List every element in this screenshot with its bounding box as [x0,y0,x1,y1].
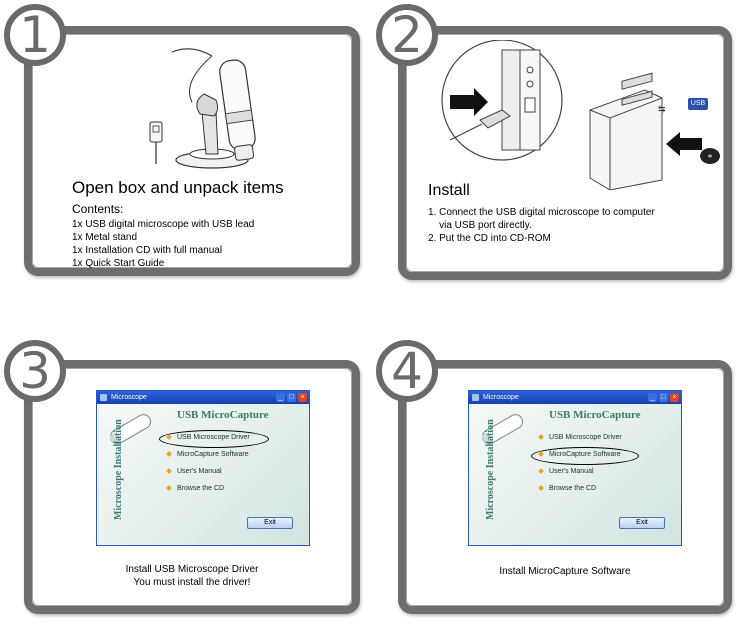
contents-heading: Contents: [72,202,124,216]
install-instruction-line: via USB port directly. [428,220,532,231]
installer-window: Microscope _ □ × Microscope Installation… [468,390,682,546]
menu-item-software[interactable]: MicroCapture Software [166,451,249,458]
highlight-ellipse [159,430,269,448]
usb-logo-icon: USB [688,98,708,110]
menu-item-manual[interactable]: User's Manual [166,468,222,475]
menu-item-software[interactable]: MicroCapture Software [538,451,621,458]
step-2-panel: ⇆ USB Install 1. Connect the USB digital… [398,26,732,280]
step-1-number-badge: 1 [4,4,66,66]
step-3-panel: Microscope _ □ × Microscope Installation… [24,360,360,614]
svg-text:⇆: ⇆ [658,104,666,114]
window-title: Microscope [111,394,147,401]
bullet-icon [538,468,544,474]
step-1-panel: Open box and unpack items Contents: 1x U… [24,26,360,276]
microscope-icon [110,414,151,445]
bullet-icon [166,485,172,491]
minimize-button[interactable]: _ [648,393,657,402]
contents-item: 1x USB digital microscope with USB lead [72,219,255,230]
bullet-icon [538,485,544,491]
contents-item: 1x Metal stand [72,232,138,243]
menu-item-driver[interactable]: USB Microscope Driver [166,434,250,441]
contents-item: 1x Installation CD with full manual [72,245,223,256]
step-4-panel: Microscope _ □ × Microscope Installation… [398,360,732,614]
close-button[interactable]: × [670,393,679,402]
brand-title: USB MicroCapture [549,409,641,421]
menu-item-driver[interactable]: USB Microscope Driver [538,434,622,441]
step-1-title: Open box and unpack items [72,178,284,197]
step-3-caption: Install USB Microscope Driver [125,564,259,575]
step-2-title: Install [428,182,470,199]
step-3-number-badge: 3 [4,340,66,402]
install-instruction-line: 2. Put the CD into CD-ROM [428,233,551,244]
step-4-caption: Install MicroCapture Software [499,566,631,577]
side-label: Microscope Installation [113,419,124,520]
window-title: Microscope [483,394,519,401]
bullet-icon [166,468,172,474]
window-body: Microscope Installation USB MicroCapture… [469,404,681,545]
installer-window: Microscope _ □ × Microscope Installation… [96,390,310,546]
bullet-icon [166,434,172,440]
contents-item: 1x Quick Start Guide [72,258,165,269]
window-titlebar: Microscope _ □ × [97,391,309,404]
app-icon [472,394,479,401]
minimize-button[interactable]: _ [276,393,285,402]
step-4-number-badge: 4 [376,340,438,402]
close-button[interactable]: × [298,393,307,402]
exit-button[interactable]: Exit [247,517,293,529]
bullet-icon [538,434,544,440]
maximize-button[interactable]: □ [659,393,668,402]
bullet-icon [538,451,544,457]
microscope-on-stand-illustration [149,48,256,169]
menu-item-browse[interactable]: Browse the CD [166,485,224,492]
exit-button[interactable]: Exit [619,517,665,529]
step-3-caption: You must install the driver! [133,577,251,588]
brand-title: USB MicroCapture [177,409,269,421]
side-label: Microscope Installation [485,419,496,520]
install-instruction-line: 1. Connect the USB digital microscope to… [428,207,655,218]
step-2-number-badge: 2 [376,4,438,66]
app-icon [100,394,107,401]
window-titlebar: Microscope _ □ × [469,391,681,404]
menu-item-manual[interactable]: User's Manual [538,468,594,475]
maximize-button[interactable]: □ [287,393,296,402]
window-body: Microscope Installation USB MicroCapture… [97,404,309,545]
pc-usb-connection-illustration: ⇆ [441,40,720,190]
highlight-ellipse [531,447,639,465]
menu-item-browse[interactable]: Browse the CD [538,485,596,492]
microscope-icon [482,414,523,445]
bullet-icon [166,451,172,457]
